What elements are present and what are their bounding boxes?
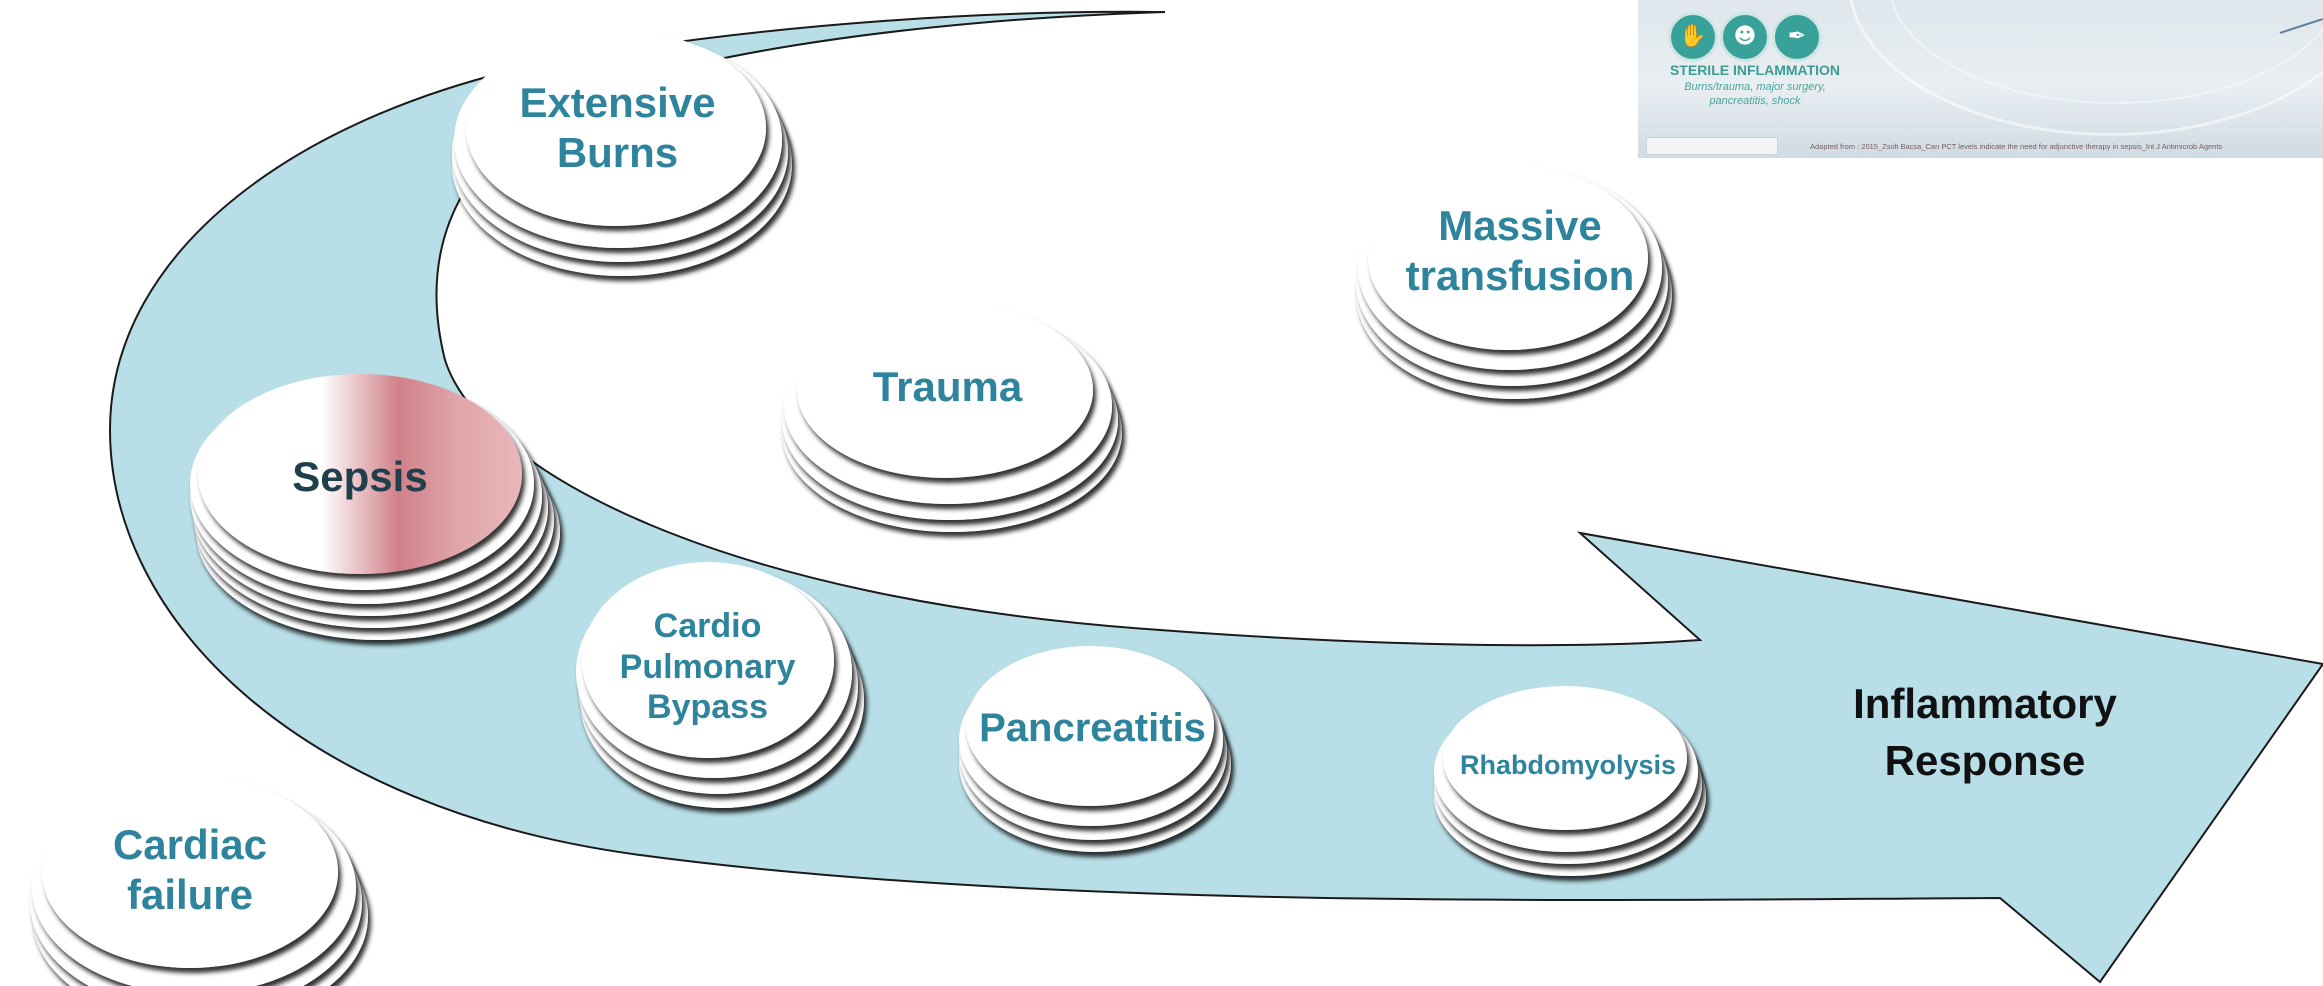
inset-reference: Adapted from : 2015_Zsolt Bacsa_Can PCT … [1810, 142, 2310, 151]
inset-subtitle: Burns/trauma, major surgery, pancreatiti… [1660, 80, 1850, 109]
label-pancreatitis: Pancreatitis [965, 690, 1220, 765]
label-cardiac-failure: Cardiac failure [60, 800, 320, 940]
label-sepsis: Sepsis [230, 440, 490, 515]
label-rhabdomyolysis: Rhabdomyolysis [1448, 740, 1688, 790]
burn-hands-icon: ✋ [1668, 12, 1718, 62]
reference-slide-inset: ✋ ☻ ✒ STERILE INFLAMMATION Burns/trauma,… [1638, 0, 2323, 158]
inset-legend-box [1646, 137, 1778, 155]
head-silhouette-icon: ☻ [1720, 12, 1770, 62]
feather-icon: ✒ [1772, 12, 1822, 62]
inset-title: STERILE INFLAMMATION [1660, 62, 1850, 78]
label-massive-transfusion: Massive transfusion [1370, 186, 1670, 316]
inflammatory-response-label: Inflammatory Response [1780, 668, 2190, 798]
label-cardio-pulmonary-bypass: Cardio Pulmonary Bypass [590, 592, 825, 742]
inset-subtitle-line1: Burns/trauma, major surgery, [1684, 81, 1826, 93]
label-trauma: Trauma [810, 350, 1085, 425]
label-extensive-burns: Extensive Burns [470, 58, 765, 198]
inset-subtitle-line2: pancreatitis, shock [1709, 95, 1800, 107]
